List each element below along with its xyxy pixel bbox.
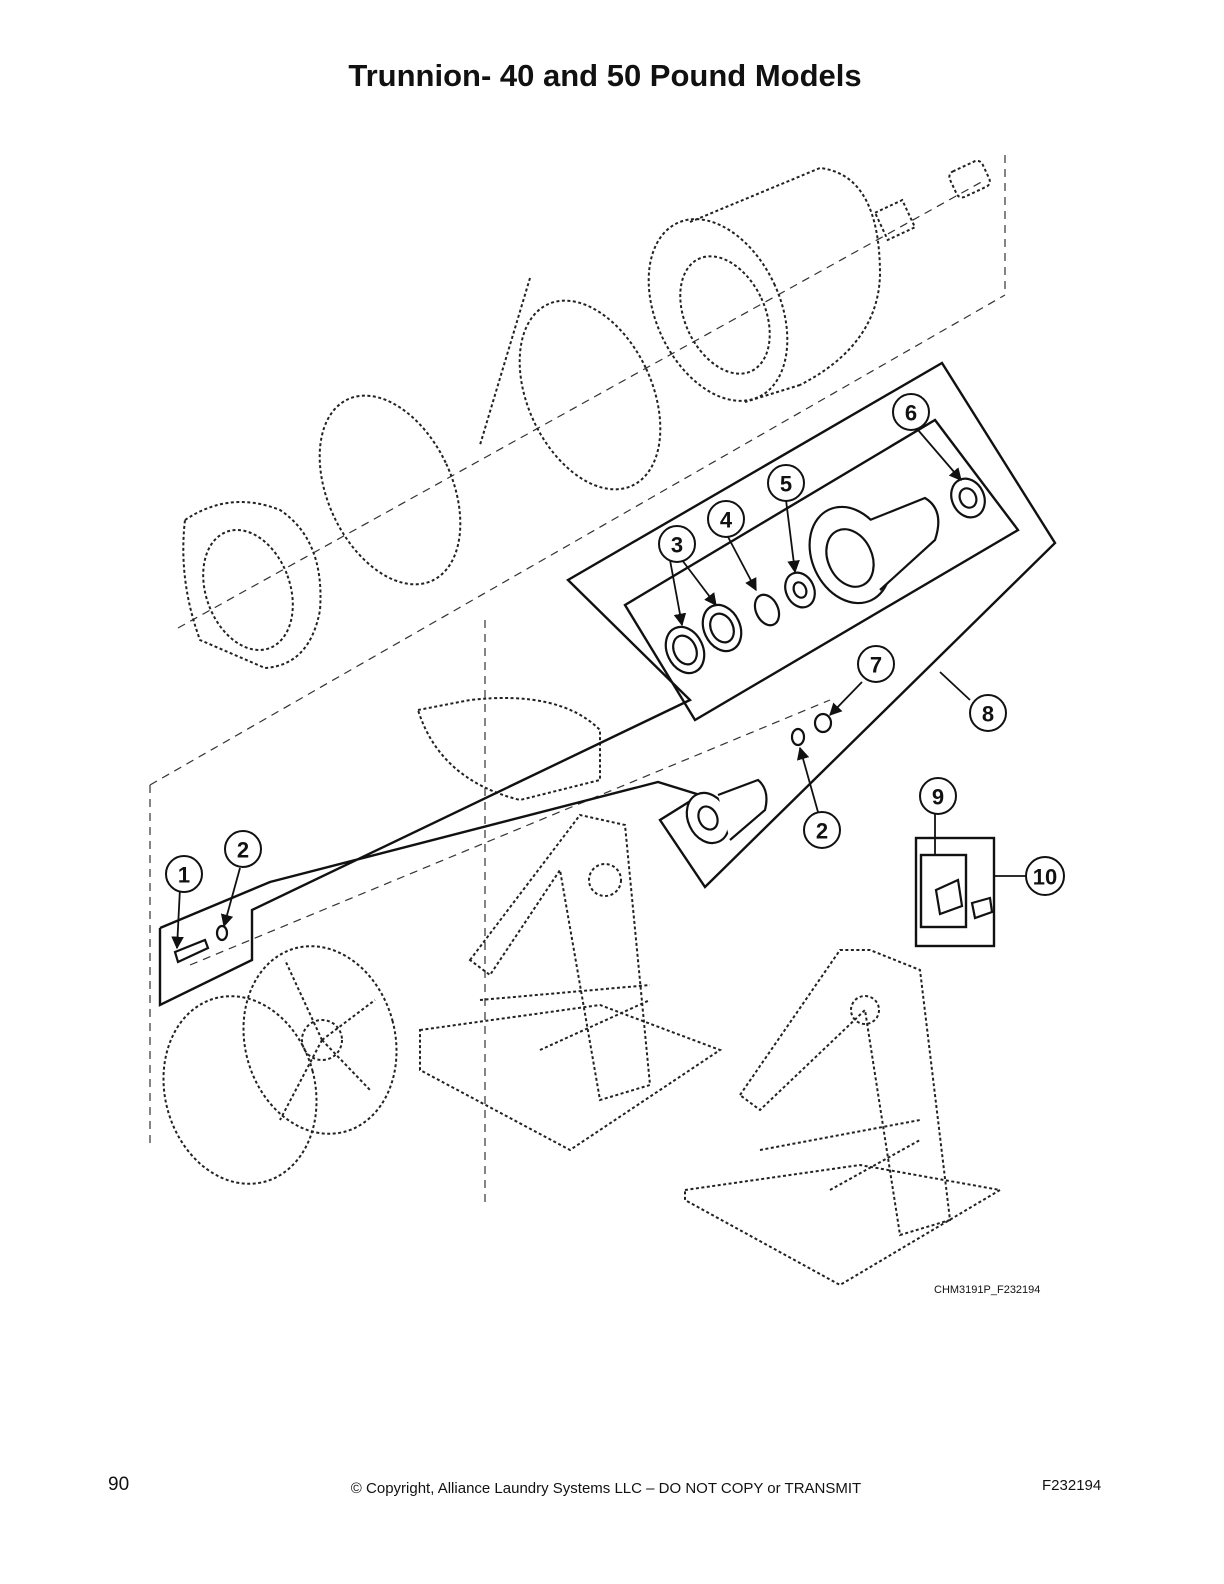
svg-text:3: 3 xyxy=(671,533,683,558)
trunnion-hub xyxy=(685,778,768,845)
callout-9: 9 xyxy=(919,777,957,815)
callout-4: 4 xyxy=(707,500,745,538)
front-panel xyxy=(182,501,322,670)
wash-basket xyxy=(647,159,991,403)
page-number: 90 xyxy=(108,1474,130,1495)
detail-box-bearing-housing xyxy=(158,361,1057,1007)
callout-2: 2 xyxy=(224,830,262,868)
callout-1: 1 xyxy=(165,855,203,893)
trunnion-frame-right xyxy=(684,949,1003,1287)
copyright-notice: © Copyright, Alliance Laundry Systems LL… xyxy=(350,1480,862,1497)
assembly-axis-lines xyxy=(149,155,1006,1205)
svg-text:2: 2 xyxy=(237,838,249,863)
document-number: F232194 xyxy=(1042,1477,1102,1494)
hardware-kit-box xyxy=(914,836,996,948)
drive-pulley xyxy=(162,945,398,1185)
bearing-housing xyxy=(808,496,940,605)
door-rings xyxy=(318,277,662,586)
svg-text:10: 10 xyxy=(1033,865,1057,890)
callout-8: 8 xyxy=(969,694,1007,732)
figure-id: CHM3191P_F232194 xyxy=(934,1284,1041,1296)
bearing-part-5 xyxy=(784,571,816,609)
callout-10: 10 xyxy=(1025,856,1065,896)
svg-text:7: 7 xyxy=(870,653,882,678)
callout-3: 3 xyxy=(658,525,696,563)
callout-6: 6 xyxy=(892,393,930,431)
svg-text:4: 4 xyxy=(720,508,733,533)
washer-and-nut xyxy=(790,712,833,747)
bearing-part-6 xyxy=(950,477,986,519)
leader-lines xyxy=(171,429,1027,950)
svg-text:8: 8 xyxy=(982,702,994,727)
page-title: Trunnion- 40 and 50 Pound Models xyxy=(348,58,862,93)
svg-text:6: 6 xyxy=(905,401,917,426)
seal-parts-3 xyxy=(664,603,743,675)
svg-text:5: 5 xyxy=(780,472,792,497)
callout-7: 7 xyxy=(857,645,895,683)
retaining-ring-4 xyxy=(753,593,781,627)
svg-text:1: 1 xyxy=(178,863,190,888)
callout-2-hub: 2 xyxy=(803,811,841,849)
bolt-1-and-washer-2 xyxy=(173,924,229,964)
callout-5: 5 xyxy=(767,464,805,502)
svg-text:9: 9 xyxy=(932,785,944,810)
cabinet-ghost xyxy=(416,697,601,802)
svg-text:2: 2 xyxy=(816,819,828,844)
trunnion-frame-left xyxy=(419,813,723,1152)
